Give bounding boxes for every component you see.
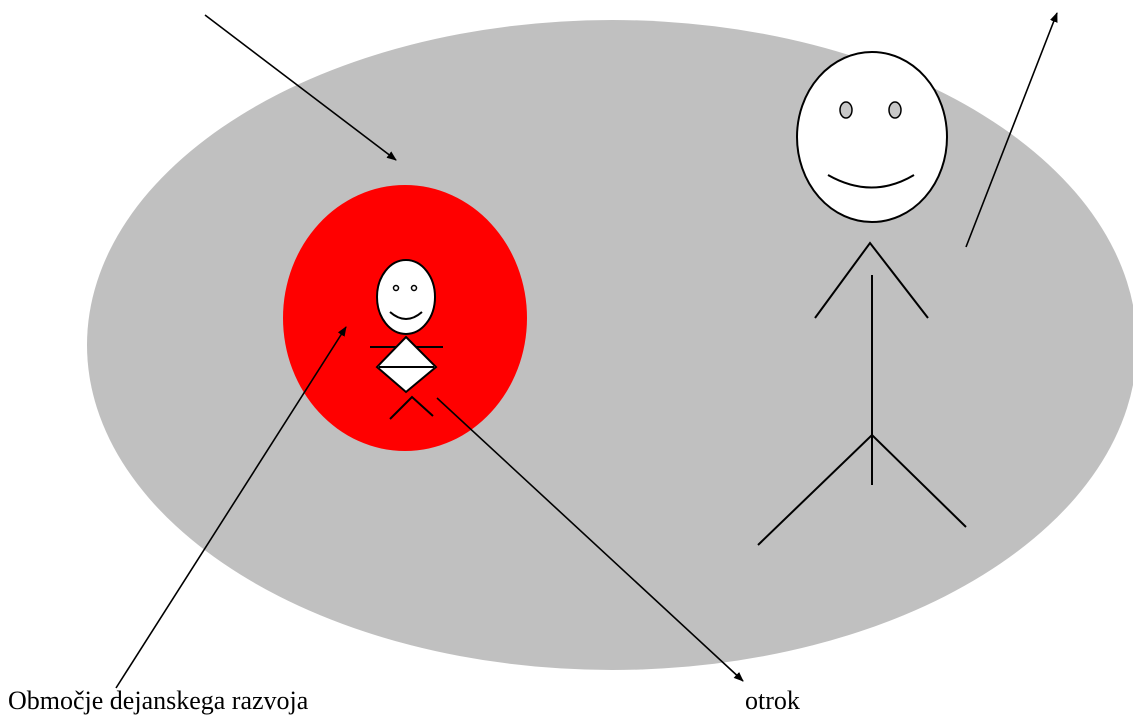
- adult-eye-left: [840, 102, 852, 118]
- child-label: otrok: [745, 688, 800, 714]
- actual-development-zone-label: Območje dejanskega razvoja: [8, 688, 308, 714]
- child-eye-left: [394, 286, 399, 291]
- adult-head: [797, 52, 947, 222]
- outer-zone-ellipse: [87, 20, 1133, 670]
- adult-eye-right: [889, 102, 901, 118]
- child-head: [377, 260, 435, 334]
- child-eye-right: [412, 286, 417, 291]
